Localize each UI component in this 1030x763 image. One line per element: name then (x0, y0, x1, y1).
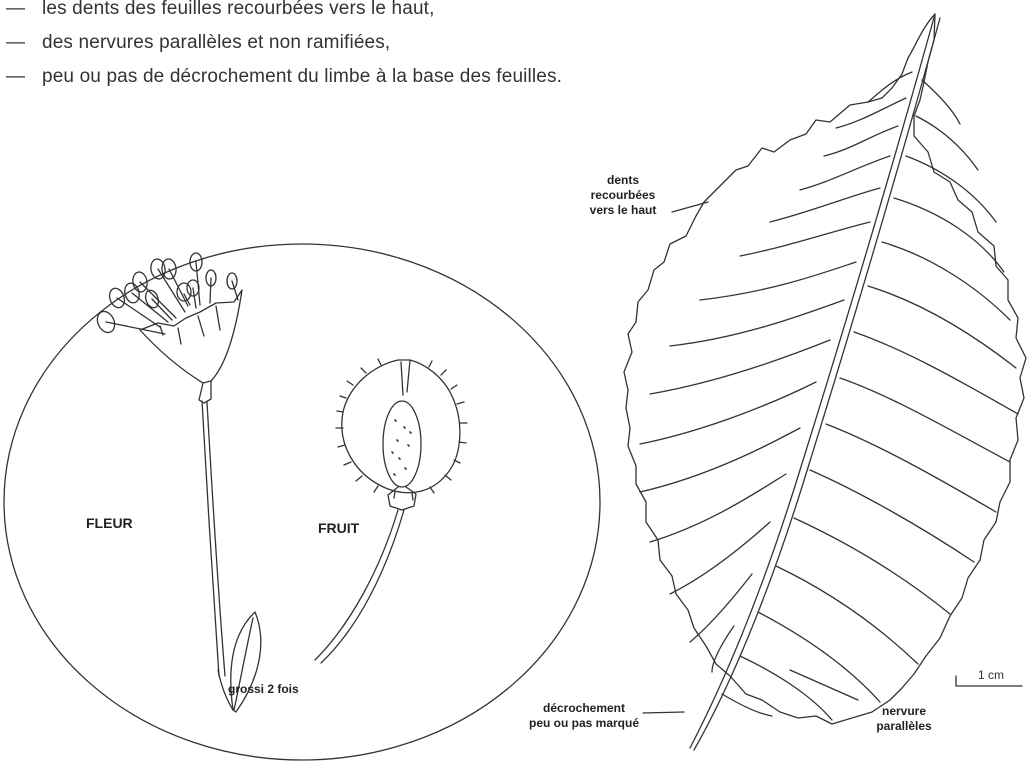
scale-label: 1 cm (978, 668, 1004, 682)
teeth-label-line1: dents (607, 173, 639, 187)
base-label-line2: peu ou pas marqué (529, 716, 639, 730)
flower-label: FLEUR (86, 515, 133, 531)
flower-drawing (94, 253, 261, 712)
vein-leader-line (790, 670, 858, 700)
vein-label-line2: parallèles (876, 719, 932, 733)
teeth-leader-line (672, 202, 708, 212)
fruit-label: FRUIT (318, 520, 360, 536)
leaf-veins (640, 72, 1018, 720)
teeth-label-line2: recourbées (591, 188, 656, 202)
base-leader-line (643, 712, 684, 713)
vein-label-line1: nervure (882, 704, 926, 718)
elm-leaf-drawing (624, 14, 1026, 750)
base-label-line1: décrochement (543, 701, 625, 715)
teeth-label-line3: vers le haut (590, 203, 657, 217)
fruit-drawing (315, 359, 467, 663)
leaf-outline (624, 14, 1026, 724)
magnification-circle (4, 244, 600, 760)
magnification-label: grossi 2 fois (228, 682, 299, 696)
